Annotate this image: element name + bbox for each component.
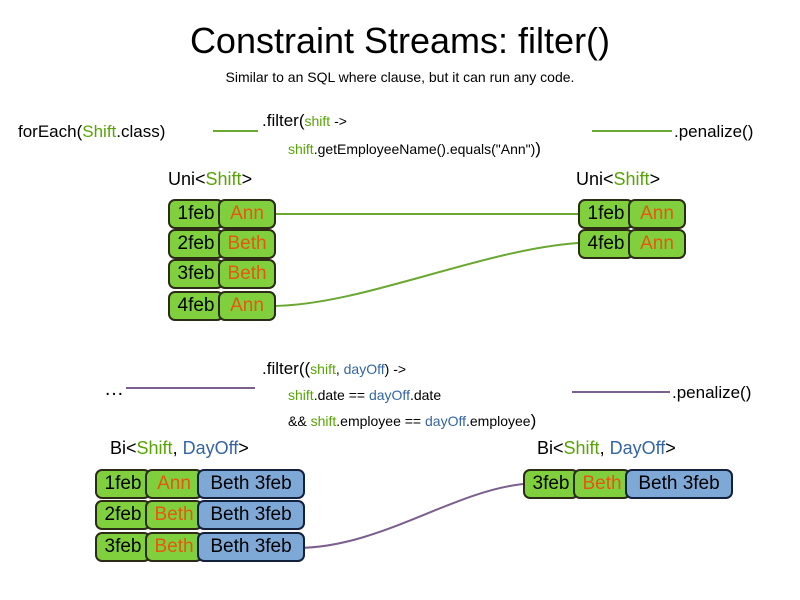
- shift-date-card[interactable]: 3feb: [523, 469, 579, 499]
- uni-filter-prefix: .filter(: [262, 111, 305, 130]
- bi-filter-l2-end: .date: [409, 387, 442, 403]
- shift-employee-card[interactable]: Ann: [218, 199, 276, 229]
- shift-employee-card[interactable]: Beth: [573, 469, 631, 499]
- foreach-prefix: forEach(: [18, 122, 83, 141]
- shift-employee-card[interactable]: Ann: [628, 229, 686, 259]
- uni-filter-var: shift: [288, 141, 314, 157]
- uni-out-type-name: Shift: [613, 169, 650, 189]
- connector-bi-row3: [295, 483, 524, 549]
- bi-filter-line2: shift.date == dayOff.date: [288, 386, 441, 404]
- bi-in-type-comma: ,: [172, 438, 183, 458]
- shift-employee-card[interactable]: Beth: [218, 229, 276, 259]
- page-title: Constraint Streams: filter(): [189, 20, 611, 61]
- bi-filter-l2-var1: shift: [288, 387, 314, 403]
- shift-employee-card[interactable]: Ann: [218, 291, 276, 321]
- bi-filter-l3-end: .employee: [466, 413, 531, 429]
- bi-out-type2: DayOff: [609, 438, 666, 458]
- bi-penalize-label: .penalize(): [672, 383, 752, 402]
- bi-output-type-label: Bi<Shift, DayOff>: [537, 437, 676, 459]
- page-subtitle: Similar to an SQL where clause, but it c…: [225, 69, 575, 85]
- bi-filter-line3: && shift.employee == dayOff.employee): [288, 410, 536, 431]
- shift-employee-card[interactable]: Beth: [145, 532, 203, 562]
- uni-penalize-label: .penalize(): [674, 122, 754, 141]
- bi-filter-prefix: .filter((: [262, 359, 311, 378]
- uni-filter-param: shift: [304, 113, 331, 129]
- bi-filter-comma: ,: [335, 361, 344, 377]
- shift-date-card[interactable]: 1feb: [168, 199, 224, 229]
- table-row[interactable]: 4feb Ann: [168, 291, 276, 321]
- connector-uni-row4: [270, 242, 579, 307]
- dayoff-card[interactable]: Beth 3feb: [197, 532, 305, 562]
- table-row[interactable]: 4feb Ann: [578, 229, 686, 259]
- bi-out-type1: Shift: [563, 438, 600, 458]
- uni-input-type-label: Uni<Shift>: [168, 168, 252, 190]
- shift-employee-card[interactable]: Beth: [145, 500, 203, 530]
- bi-in-type2: DayOff: [182, 438, 239, 458]
- bi-in-type-prefix: Bi<: [110, 438, 137, 458]
- foreach-suffix: .class): [116, 122, 166, 141]
- bi-filter-line1: .filter((shift, dayOff) ->: [262, 358, 406, 379]
- uni-in-type-suffix: >: [241, 169, 253, 189]
- uni-source-label: forEach(Shift.class): [18, 121, 165, 142]
- uni-filter-line2: shift.getEmployeeName().equals("Ann")): [288, 138, 541, 159]
- shift-date-card[interactable]: 2feb: [168, 229, 224, 259]
- shift-date-card[interactable]: 1feb: [578, 199, 634, 229]
- uni-in-type-name: Shift: [205, 169, 242, 189]
- table-row[interactable]: 1feb Ann Beth 3feb: [95, 469, 305, 499]
- uni-filter-close: ): [535, 139, 541, 158]
- bi-filter-l2-var2: dayOff: [368, 387, 410, 403]
- table-row[interactable]: 1feb Ann: [578, 199, 686, 229]
- bi-filter-l3-and: &&: [288, 413, 311, 429]
- table-row[interactable]: 3feb Beth Beth 3feb: [95, 532, 305, 562]
- bi-in-type1: Shift: [136, 438, 173, 458]
- bi-out-type-prefix: Bi<: [537, 438, 564, 458]
- foreach-type: Shift: [82, 122, 117, 141]
- table-row[interactable]: 2feb Beth: [168, 229, 276, 259]
- shift-employee-card[interactable]: Beth: [218, 259, 276, 289]
- dayoff-card[interactable]: Beth 3feb: [197, 469, 305, 499]
- bi-filter-l3-close: ): [530, 411, 537, 430]
- table-row[interactable]: 3feb Beth Beth 3feb: [523, 469, 733, 499]
- uni-filter-line1: .filter(shift ->: [262, 110, 347, 131]
- shift-date-card[interactable]: 4feb: [168, 291, 224, 321]
- shift-date-card[interactable]: 2feb: [95, 500, 151, 530]
- uni-filter-arrow: ->: [330, 113, 347, 129]
- bi-filter-arrow: ) ->: [384, 361, 407, 377]
- bi-out-type-comma: ,: [599, 438, 610, 458]
- bi-filter-l3-var2: dayOff: [425, 413, 466, 429]
- bi-filter-l3-mid: .employee ==: [336, 413, 425, 429]
- bi-in-type-suffix: >: [238, 438, 249, 458]
- bi-filter-l3-var1: shift: [310, 413, 337, 429]
- table-row[interactable]: 1feb Ann: [168, 199, 276, 229]
- bi-filter-param2: dayOff: [343, 361, 385, 377]
- uni-out-type-suffix: >: [649, 169, 661, 189]
- dayoff-card[interactable]: Beth 3feb: [197, 500, 305, 530]
- bi-source-label: …: [104, 378, 124, 400]
- table-row[interactable]: 2feb Beth Beth 3feb: [95, 500, 305, 530]
- shift-date-card[interactable]: 1feb: [95, 469, 151, 499]
- bi-input-type-label: Bi<Shift, DayOff>: [110, 437, 249, 459]
- bi-out-type-suffix: >: [665, 438, 676, 458]
- uni-filter-expr: .getEmployeeName().equals("Ann"): [313, 141, 536, 157]
- uni-out-type-prefix: Uni<: [576, 169, 614, 189]
- shift-employee-card[interactable]: Ann: [145, 469, 203, 499]
- uni-in-type-prefix: Uni<: [168, 169, 206, 189]
- uni-output-type-label: Uni<Shift>: [576, 168, 660, 190]
- shift-date-card[interactable]: 3feb: [95, 532, 151, 562]
- dayoff-card[interactable]: Beth 3feb: [625, 469, 733, 499]
- bi-filter-param1: shift: [310, 361, 336, 377]
- shift-date-card[interactable]: 4feb: [578, 229, 634, 259]
- table-row[interactable]: 3feb Beth: [168, 259, 276, 289]
- shift-employee-card[interactable]: Ann: [628, 199, 686, 229]
- shift-date-card[interactable]: 3feb: [168, 259, 224, 289]
- bi-filter-l2-mid: .date ==: [313, 387, 369, 403]
